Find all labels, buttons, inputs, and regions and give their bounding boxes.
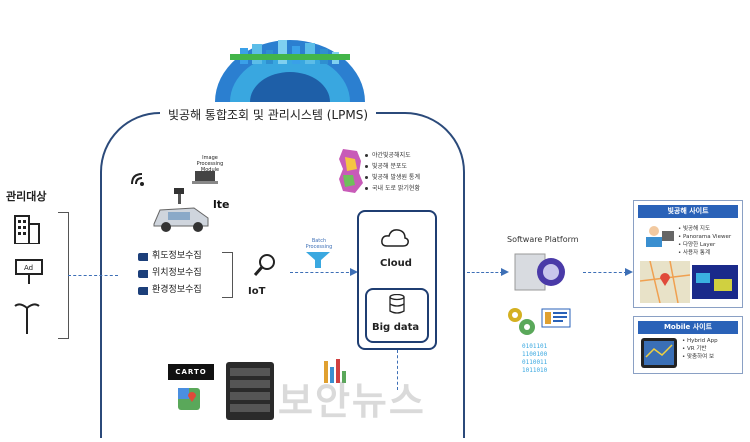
streetlight-icon [14, 303, 40, 334]
arrowhead-icon [350, 268, 358, 276]
list-item: 야간빛공해지도 [365, 150, 420, 161]
carto-logo: CARTO [168, 364, 214, 380]
smart-city-dome-illustration [215, 40, 365, 102]
list-item: 위치정보수집 [138, 265, 202, 282]
document-screen-icon [541, 308, 571, 328]
cloud-storage-box [357, 210, 437, 350]
korea-map-icon [339, 149, 363, 193]
list-item: • 맞춤하여 보 [682, 354, 715, 360]
megaphone-icon [138, 252, 148, 261]
billboard-icon: Ad [15, 259, 43, 284]
gears-icon [508, 308, 535, 335]
lte-logo: lte [213, 198, 230, 211]
mobile-site-panel: Mobile 사이트 • Hybrid App • VR 기반 • 맞춤하여 보 [633, 316, 743, 374]
cloud-label: Cloud [380, 258, 412, 269]
list-item: 빛공해 발생원 통계 [365, 172, 420, 183]
software-platform-label: Software Platform [507, 235, 579, 244]
cloud-icon [381, 229, 409, 247]
list-item: • 빛공해 지도 [678, 226, 711, 232]
survey-car-icon [153, 188, 209, 232]
map-screenshot-icon [640, 261, 738, 303]
tablet-icon [641, 338, 677, 368]
stats-list: 야간빛공해지도 빛공해 분포도 빛공해 발생원 통계 국내 도로 밝기현황 [365, 150, 420, 194]
svg-text:Ad: Ad [24, 264, 33, 272]
batch-processing-label: Batch Processing [305, 238, 333, 250]
database-icon [389, 294, 405, 314]
site-feature-list: • 빛공해 지도 • Panorama Viewer • 다양한 Layer •… [678, 225, 731, 257]
list-item: • 사용자 통계 [678, 250, 711, 256]
list-item: 빛공해 분포도 [365, 161, 420, 172]
server-tower-icon [226, 362, 274, 420]
list-item: 휘도정보수집 [138, 248, 202, 265]
system-title: 빛공해 통합조회 및 관리시스템 (LPMS) [160, 106, 377, 123]
list-item: • VR 기반 [682, 346, 707, 352]
list-item: 국내 도로 밝기현황 [365, 183, 420, 194]
collection-list: 휘도정보수집 위치정보수집 환경정보수집 [138, 248, 202, 299]
google-maps-icon [178, 388, 200, 410]
megaphone-icon [138, 269, 148, 278]
funnel-icon [306, 252, 330, 268]
collection-bracket [222, 252, 233, 298]
mobile-panel-title: Mobile 사이트 [638, 321, 738, 334]
connector-line [68, 275, 118, 276]
list-item: 환경정보수집 [138, 282, 202, 299]
arrowhead-icon [625, 268, 633, 276]
iot-label: IoT [248, 286, 266, 297]
arrowhead-icon [501, 268, 509, 276]
list-item: • Hybrid App [682, 338, 718, 344]
light-pollution-site-panel: 빛공해 사이트 • 빛공해 지도 • Panorama Viewer • 다양한… [633, 200, 743, 308]
binary-data-icon: 0101101 1100100 0110011 1011010 [522, 343, 548, 374]
site-panel-title: 빛공해 사이트 [638, 205, 738, 218]
image-processing-module-label: Image Processing Module [196, 155, 224, 173]
list-item: • Panorama Viewer [678, 234, 732, 240]
mobile-feature-list: • Hybrid App • VR 기반 • 맞춤하여 보 [682, 337, 718, 361]
laptop-icon [192, 171, 218, 184]
cloud-to-platform-arrow [467, 272, 503, 273]
list-item: • 다양한 Layer [678, 242, 716, 248]
svg-text:0101101: 0101101 [522, 343, 548, 350]
big-data-label: Big data [372, 322, 420, 333]
svg-text:0110011: 0110011 [522, 359, 548, 366]
platform-server-icon [514, 253, 565, 291]
magnifier-icon [253, 254, 275, 276]
bottom-to-bigdata-line [397, 350, 398, 390]
watermark: 보안뉴스 [278, 379, 426, 423]
management-targets-title: 관리대상 [6, 190, 47, 203]
megaphone-icon [138, 286, 148, 295]
svg-text:1011010: 1011010 [522, 367, 548, 374]
svg-text:1100100: 1100100 [522, 351, 548, 358]
user-at-computer-icon [646, 226, 674, 247]
iot-to-cloud-arrow [290, 272, 354, 273]
platform-to-sites-arrow [583, 272, 627, 273]
building-icon [14, 215, 40, 244]
chart-graphic-icon [324, 359, 346, 383]
big-data-box [365, 288, 429, 343]
signal-icon [131, 173, 144, 186]
